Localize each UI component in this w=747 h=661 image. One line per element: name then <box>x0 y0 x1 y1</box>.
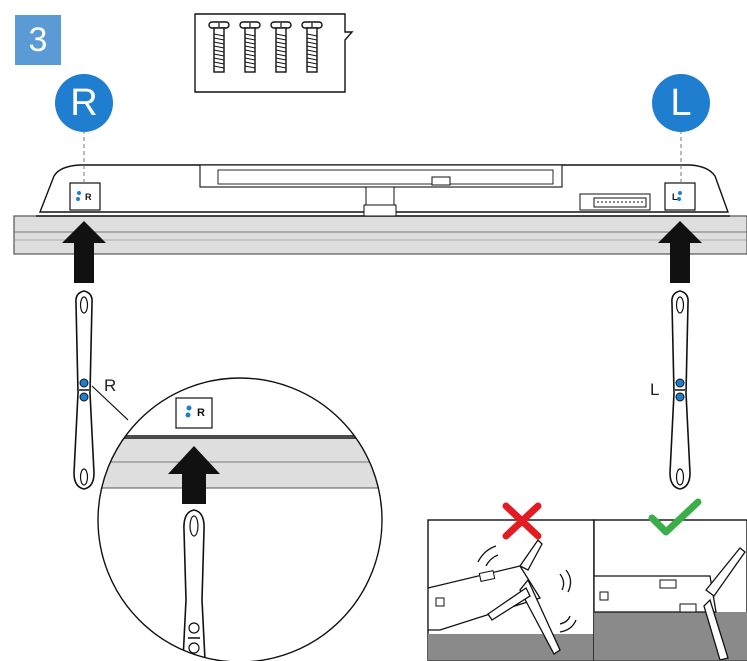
right-side-badge: R <box>55 74 113 132</box>
connector-mark-zoom: R <box>197 407 205 419</box>
zoom-detail <box>97 377 383 661</box>
stand-leg-left <box>669 290 691 490</box>
check-icon <box>648 498 702 536</box>
tv-bottom <box>36 164 730 217</box>
cross-icon <box>502 502 542 540</box>
screws-pack <box>194 13 354 93</box>
connector-mark-left: L <box>672 192 678 202</box>
left-side-badge: L <box>652 74 710 132</box>
stand-label-right: R <box>104 376 117 395</box>
connector-mark-right: R <box>85 192 92 202</box>
stand-leg-right <box>73 290 95 490</box>
correct-example-panel <box>593 519 747 661</box>
stand-label-left: L <box>650 380 660 399</box>
table-surface <box>13 215 747 255</box>
wrong-example-panel <box>427 519 595 661</box>
step-number-badge: 3 <box>15 15 61 65</box>
